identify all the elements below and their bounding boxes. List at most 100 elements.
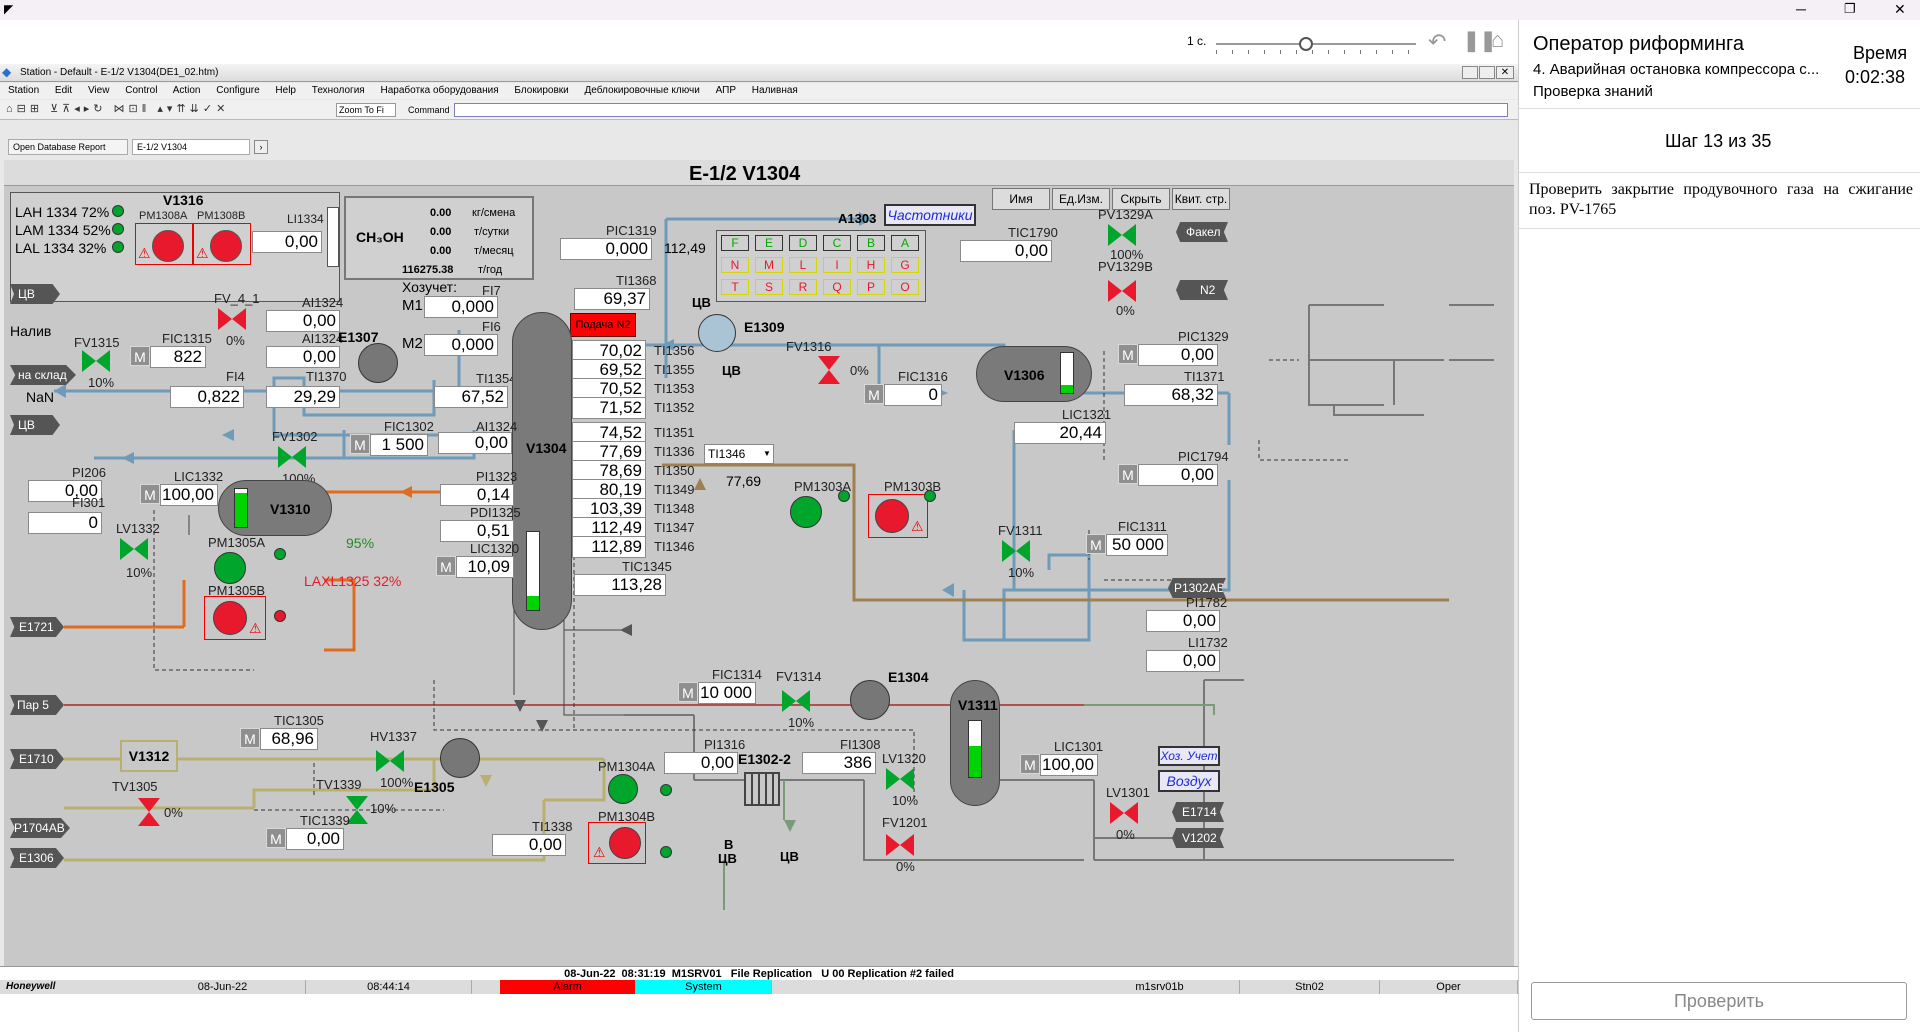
lic1332-mode[interactable]: M (140, 484, 160, 504)
e1309-heat-exchanger[interactable] (698, 314, 736, 352)
pic1329-value[interactable]: 0,00 (1138, 344, 1218, 366)
hv1337-valve[interactable] (376, 750, 404, 772)
v1304-column[interactable] (512, 312, 572, 630)
tic1305-value[interactable]: 68,96 (260, 728, 318, 750)
pm1303b-pump[interactable]: ⚠ (868, 494, 928, 538)
lic1301-mode[interactable]: M (1020, 754, 1040, 774)
slider-thumb[interactable] (1299, 37, 1313, 51)
fv1302-valve[interactable] (278, 446, 306, 468)
n2-supply-button[interactable]: Подача N2 (570, 313, 636, 337)
ack-page-button[interactable]: Квит. стр. (1172, 188, 1230, 210)
station-restore-button[interactable] (1479, 66, 1495, 79)
pic1794-mode[interactable]: M (1118, 464, 1138, 484)
fv41-valve[interactable] (218, 308, 246, 330)
menu-unlock-keys[interactable]: Деблокировочные ключи (584, 85, 700, 96)
minimize-button[interactable]: ─ (1796, 1, 1806, 17)
check-button[interactable]: Проверить (1531, 982, 1907, 1020)
alarm-indicator[interactable]: Alarm (500, 980, 636, 994)
ti1346-select[interactable]: TI1346▼ (704, 444, 774, 464)
pm1304b-pump[interactable]: ⚠ (588, 822, 646, 864)
e1304-heat-exchanger[interactable] (850, 680, 890, 720)
menu-view[interactable]: View (87, 85, 110, 96)
menu-edit[interactable]: Edit (54, 85, 73, 96)
menu-help[interactable]: Help (275, 85, 296, 96)
pm1304a-pump[interactable] (608, 774, 638, 804)
pv1329b-valve[interactable] (1108, 280, 1136, 302)
e1307-heat-exchanger[interactable] (358, 343, 398, 383)
cv-connector-top[interactable]: ЦВ (10, 284, 60, 304)
menu-apr[interactable]: АПР (715, 85, 737, 96)
lic1320-value[interactable]: 10,09 (456, 556, 514, 578)
e1302-heat-exchanger[interactable] (744, 772, 780, 806)
tab-e12-v1304[interactable]: E-1/2 V1304 (132, 139, 250, 155)
pic1329-mode[interactable]: M (1118, 344, 1138, 364)
fic1314-value[interactable]: 10 000 (698, 682, 756, 704)
n2-connector[interactable]: N2 (1176, 280, 1228, 300)
undo-icon[interactable]: ↶ (1428, 29, 1447, 54)
pm1308b-pump[interactable]: ⚠ (193, 223, 251, 265)
close-button[interactable]: ✕ (1894, 1, 1906, 17)
tic1339-value[interactable]: 0,00 (286, 828, 344, 850)
lv1301-valve[interactable] (1110, 802, 1138, 824)
na-sklad-connector[interactable]: на склад (10, 365, 76, 385)
e1305-heat-exchanger[interactable] (440, 738, 480, 778)
name-button[interactable]: Имя (992, 188, 1050, 210)
p1302ab-connector[interactable]: P1302AB (1168, 578, 1226, 598)
tic1305-mode[interactable]: M (240, 728, 260, 748)
fic1315-mode[interactable]: M (130, 346, 150, 366)
station-close-button[interactable]: ✕ (1496, 66, 1514, 79)
tab-open-database-report[interactable]: Open Database Report (8, 139, 128, 155)
home-icon[interactable]: ⌂ (1491, 27, 1505, 52)
fakel-connector[interactable]: Факел (1176, 222, 1228, 242)
tab-go-button[interactable]: › (254, 140, 268, 154)
e1710-connector[interactable]: E1710 (10, 749, 64, 769)
pm1305b-pump[interactable]: ⚠ (204, 596, 266, 640)
lv1332-valve[interactable] (120, 538, 148, 560)
menu-loading[interactable]: Наливная (751, 85, 798, 96)
fv1311-valve[interactable] (1002, 540, 1030, 562)
hoz-uchet-button[interactable]: Хоз. Учет (1158, 746, 1220, 766)
fic1314-mode[interactable]: M (678, 682, 698, 702)
pic1794-value[interactable]: 0,00 (1138, 464, 1218, 486)
menu-control[interactable]: Control (125, 85, 158, 96)
pv1329a-valve[interactable] (1108, 224, 1136, 246)
fic1316-mode[interactable]: M (864, 384, 884, 404)
e1721-connector[interactable]: E1721 (10, 617, 64, 637)
cv-connector-bottom[interactable]: ЦВ (10, 415, 60, 435)
pm1305a-pump[interactable] (214, 552, 246, 584)
pic1319-value[interactable]: 0,000 (560, 238, 652, 260)
pm1303a-pump[interactable] (790, 496, 822, 528)
frequency-button[interactable]: Частотники (884, 204, 976, 226)
zoom-select[interactable]: Zoom To Fi (336, 103, 396, 117)
fic1311-value[interactable]: 50 000 (1106, 534, 1168, 556)
hide-button[interactable]: Скрыть (1112, 188, 1170, 210)
lv1320-valve[interactable] (886, 768, 914, 790)
fic1316-value[interactable]: 0 (884, 384, 942, 406)
menu-technology[interactable]: Технология (311, 85, 365, 96)
lic1320-mode[interactable]: M (436, 556, 456, 576)
menu-action[interactable]: Action (172, 85, 201, 96)
tic1339-mode[interactable]: M (266, 828, 286, 848)
v1312-vessel[interactable]: V1312 (120, 740, 178, 772)
fv1201-valve[interactable] (886, 834, 914, 856)
menu-station[interactable]: Station (8, 85, 40, 96)
command-input[interactable] (454, 103, 1508, 117)
par5-connector[interactable]: Пар 5 (10, 695, 64, 715)
p1704ab-connector[interactable]: P1704AB (10, 818, 70, 838)
pm1308a-pump[interactable]: ⚠ (135, 223, 193, 265)
menu-interlocks[interactable]: Блокировки (514, 85, 569, 96)
e1714-connector[interactable]: E1714 (1172, 802, 1224, 822)
e1306-connector[interactable]: E1306 (10, 848, 64, 868)
lic1332-value[interactable]: 100,00 (160, 484, 218, 506)
fic1315-value[interactable]: 822 (150, 346, 206, 368)
menu-equipment-hours[interactable]: Наработка оборудования (380, 85, 499, 96)
lic1301-value[interactable]: 100,00 (1040, 754, 1098, 776)
vozduh-button[interactable]: Воздух (1158, 770, 1220, 792)
fic1311-mode[interactable]: M (1086, 534, 1106, 554)
fv1315-valve[interactable] (82, 350, 110, 372)
pause-icon[interactable]: ❚❚ (1463, 30, 1497, 52)
speed-slider[interactable] (1216, 37, 1416, 58)
maximize-button[interactable]: ❐ (1844, 1, 1856, 16)
fic1302-mode[interactable]: M (350, 434, 370, 454)
station-minimize-button[interactable] (1462, 66, 1478, 79)
